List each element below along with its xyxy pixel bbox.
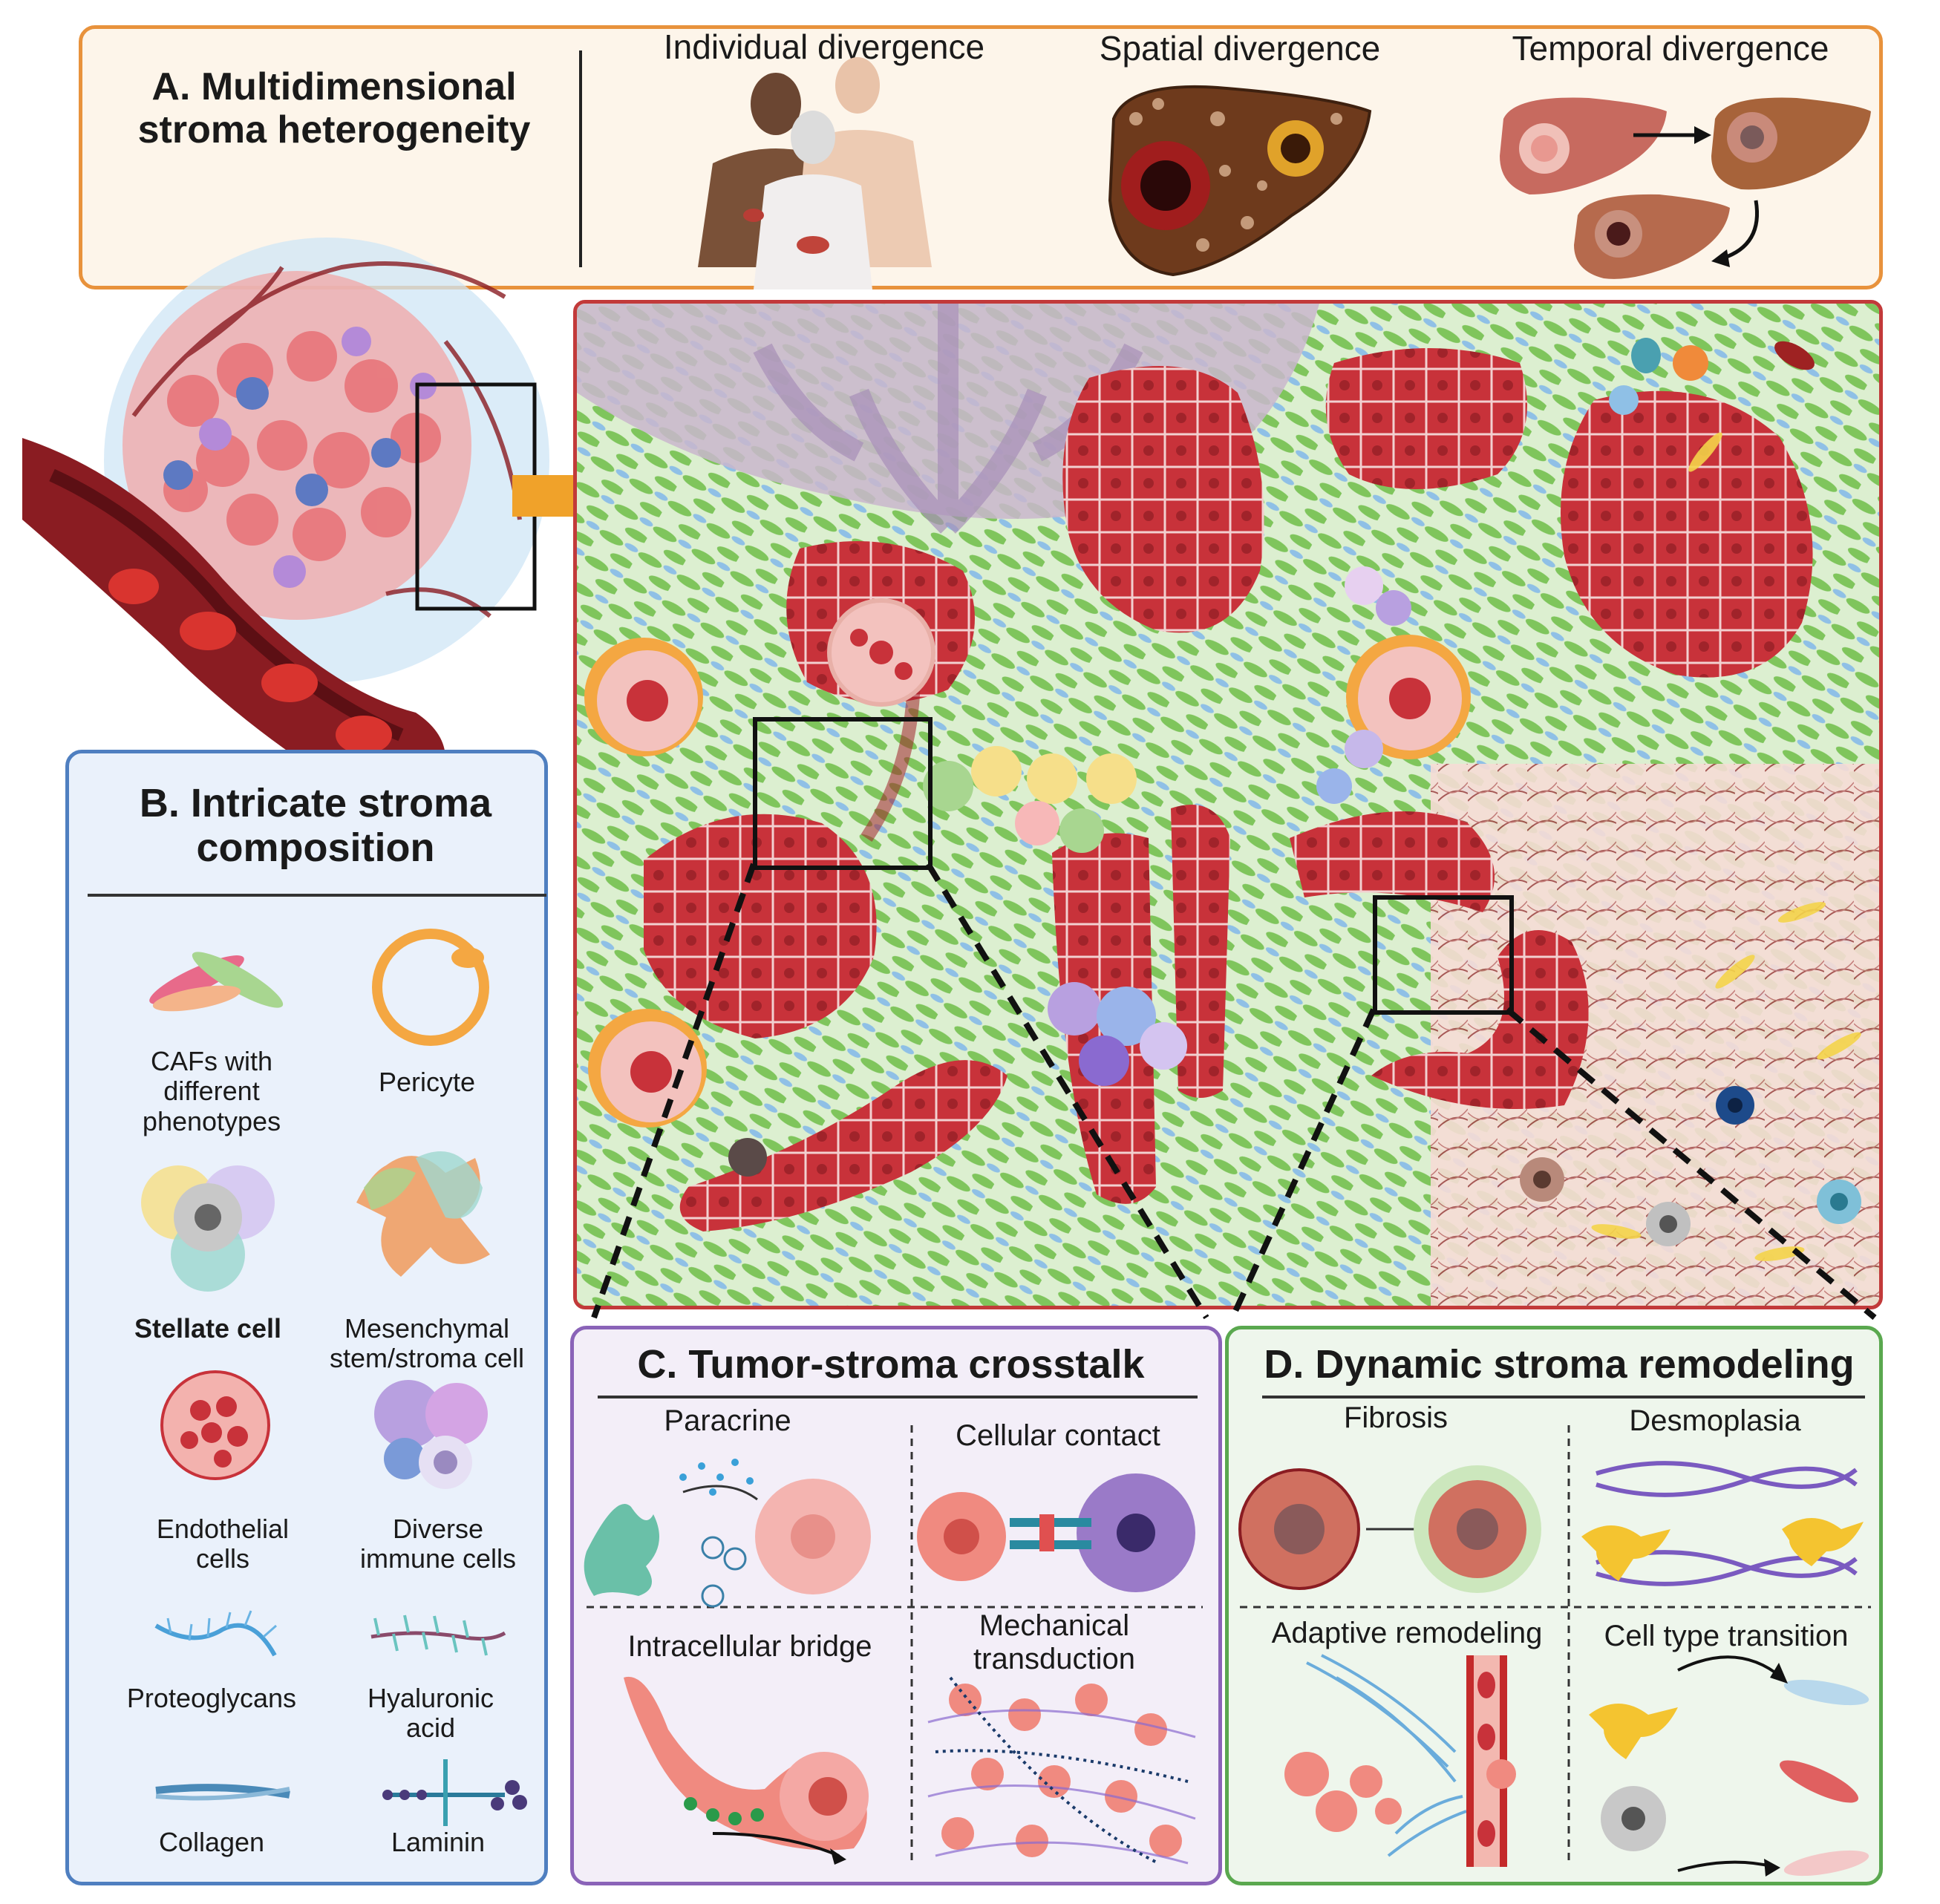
- msc-icon: [356, 1151, 490, 1277]
- desmoplasia-icon: [1581, 1461, 1864, 1586]
- fibrosis-label: Fibrosis: [1343, 1401, 1449, 1434]
- tumor-tissue-illustration: [577, 304, 1879, 1306]
- adaptive-remodeling-icon: [1284, 1654, 1516, 1867]
- legend-label-stellate: Stellate cell: [134, 1313, 282, 1344]
- fibrosis-icon: [1238, 1465, 1541, 1593]
- immune-cluster-icon: [923, 566, 1411, 1086]
- legend-label-msc: Mesenchymal stem/stroma cell: [329, 1313, 525, 1374]
- legend-label-collagen: Collagen: [158, 1827, 265, 1857]
- cellular-contact-icon: [917, 1473, 1195, 1592]
- panel-a-title: A. Multidimensional stroma heterogeneity: [137, 65, 531, 152]
- collagen-icon: [155, 1784, 290, 1801]
- pericyte-icon: [372, 929, 489, 1046]
- legend-label-proteoglycans: Proteoglycans: [126, 1683, 297, 1713]
- legend-label-endothelial: Endothelial cells: [156, 1514, 290, 1574]
- legend-label-immune: Diverse immune cells: [359, 1514, 517, 1574]
- mechanical-transduction-icon: [927, 1676, 1196, 1865]
- individual-divergence-label: Individual divergence: [663, 27, 985, 66]
- panel-c-title: C. Tumor-stroma crosstalk: [637, 1342, 1145, 1387]
- panel-d-title: D. Dynamic stroma remodeling: [1264, 1342, 1855, 1387]
- legend-label-pericyte: Pericyte: [378, 1067, 476, 1097]
- legend-label-cafs: CAFs with different phenotypes: [142, 1046, 281, 1136]
- cell-type-transition-label: Cell type transition: [1604, 1620, 1849, 1652]
- spatial-divergence-label: Spatial divergence: [1099, 29, 1381, 68]
- caf-cells-icon: [728, 338, 1861, 1246]
- hyaluronic-acid-icon: [370, 1615, 506, 1656]
- proteoglycan-icon: [154, 1610, 277, 1657]
- immune-cells-icon: [374, 1380, 488, 1489]
- legend-label-hyaluronic: Hyaluronic acid: [367, 1683, 494, 1744]
- paracrine-icon: [584, 1459, 871, 1608]
- main-tissue-panel: [573, 300, 1883, 1309]
- intracellular-bridge-label: Intracellular bridge: [627, 1630, 872, 1663]
- panel-b: [65, 750, 548, 1885]
- vessel-cross-section-icon: [584, 598, 1471, 1128]
- mechanical-transduction-label: Mechanical transduction: [973, 1609, 1135, 1675]
- legend-label-laminin: Laminin: [391, 1827, 486, 1857]
- laminin-icon: [382, 1759, 527, 1826]
- panel-b-title: B. Intricate stroma composition: [139, 781, 492, 871]
- adaptive-remodeling-label: Adaptive remodeling: [1271, 1617, 1543, 1649]
- panel-d-divider: [1262, 1396, 1865, 1398]
- caf-icon: [149, 952, 284, 1012]
- panel-a-divider: [579, 50, 582, 267]
- panel-c-divider: [598, 1396, 1198, 1398]
- stellate-cell-icon: [141, 1165, 275, 1292]
- paracrine-label: Paracrine: [664, 1404, 791, 1437]
- desmoplasia-label: Desmoplasia: [1629, 1404, 1801, 1437]
- cell-type-transition-icon: [1589, 1655, 1869, 1877]
- intracellular-bridge-icon: [624, 1676, 869, 1865]
- endothelial-icon: [160, 1370, 270, 1480]
- panel-b-divider: [88, 894, 546, 897]
- cellular-contact-label: Cellular contact: [956, 1419, 1160, 1452]
- temporal-divergence-label: Temporal divergence: [1512, 29, 1829, 68]
